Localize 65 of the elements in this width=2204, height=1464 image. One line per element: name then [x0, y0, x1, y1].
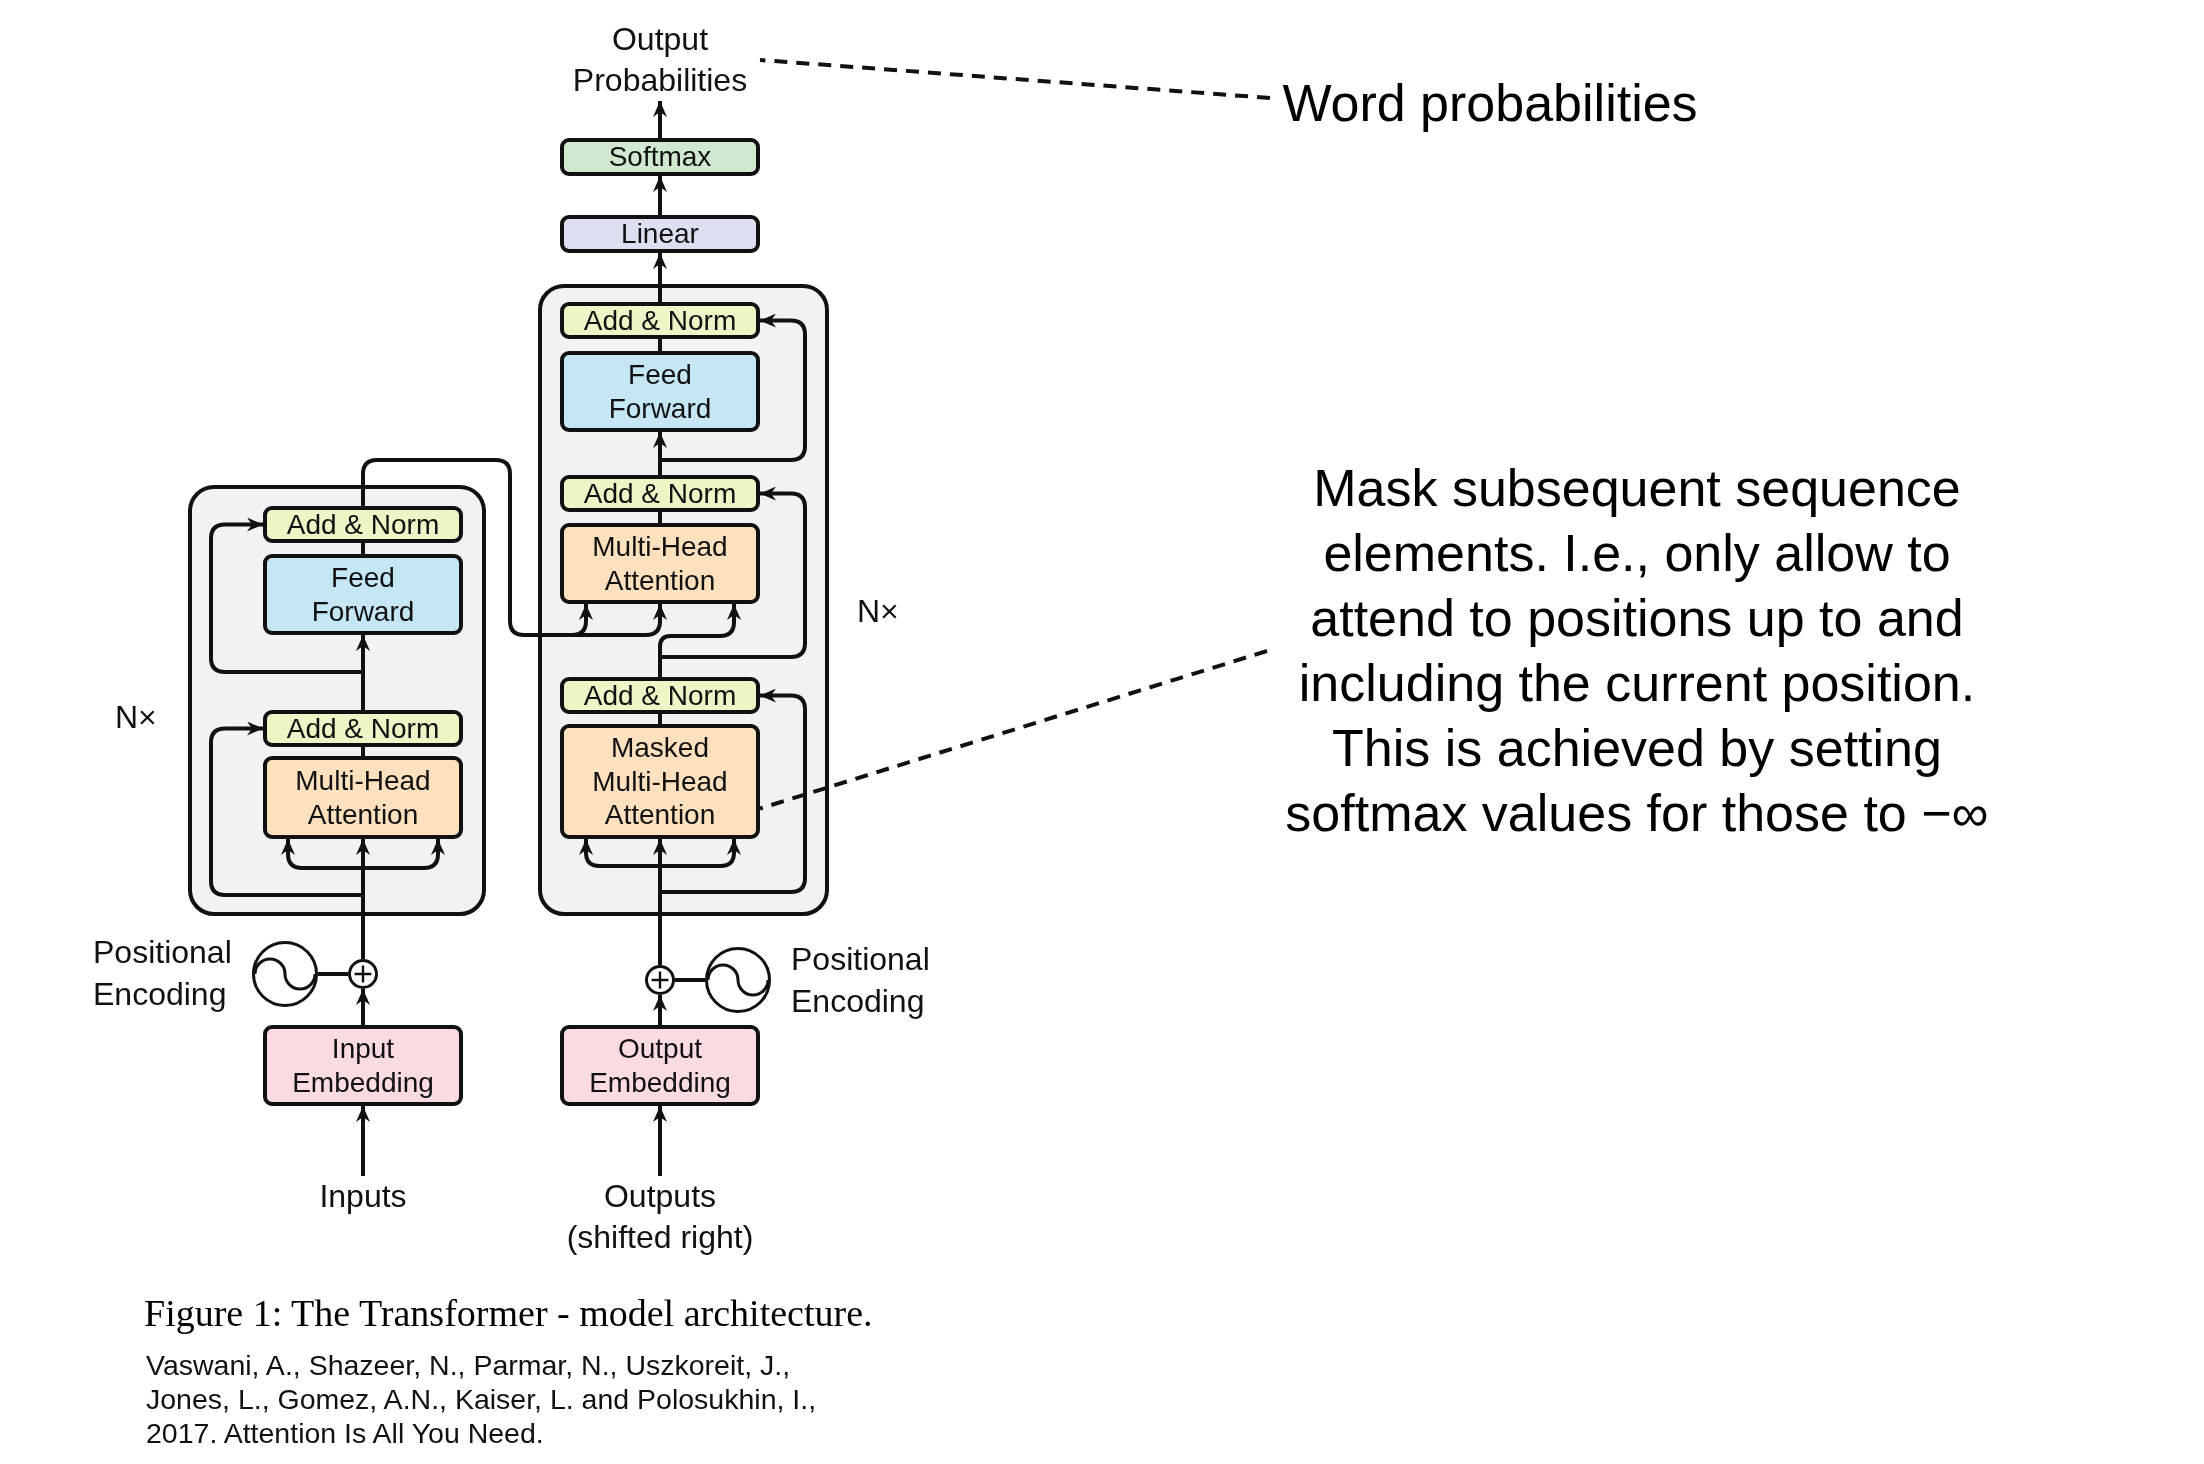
leader-line: [759, 649, 1268, 811]
connector-line: [318, 972, 348, 976]
arrow: [653, 101, 667, 138]
embedding-box: Output Embedding: [560, 1025, 760, 1106]
connector-line: [658, 460, 662, 475]
arrow: [558, 604, 667, 637]
linear-box: Linear: [560, 215, 760, 253]
plus-circle-icon: [348, 959, 378, 989]
arrow: [658, 604, 741, 657]
connector-line: [658, 866, 662, 892]
layer-stack-panel: [538, 284, 829, 916]
arrow: [281, 839, 363, 870]
add-norm-box: Add & Norm: [560, 302, 760, 339]
attention-box: Multi-Head Attention: [263, 756, 463, 839]
connector-line: [658, 892, 662, 965]
repeat-count-label: N×: [857, 592, 899, 631]
arrow: [653, 176, 667, 215]
connector-line: [361, 543, 365, 554]
connector-line: [658, 657, 662, 677]
arrow: [356, 1106, 370, 1176]
arrow: [356, 989, 370, 1025]
attention-box: Multi-Head Attention: [560, 523, 760, 604]
feed-forward-box: Feed Forward: [263, 554, 463, 635]
arrow: [653, 995, 667, 1025]
leader-line: [759, 58, 1271, 100]
arrow: [209, 721, 363, 897]
connector-line: [361, 747, 365, 756]
add-norm-box: Add & Norm: [560, 677, 760, 714]
connector-line: [658, 714, 662, 724]
side-label: Positional Encoding: [93, 933, 232, 1014]
arrow: [660, 839, 741, 868]
connector-line: [361, 458, 558, 637]
arrow: [653, 1106, 667, 1176]
note-text: Word probabilities: [1270, 70, 1710, 136]
embedding-box: Input Embedding: [263, 1025, 463, 1106]
connector-line: [361, 672, 365, 710]
citation-text: Vaswani, A., Shazeer, N., Parmar, N., Uszkoreit, J., Jones, L., Gomez, A.N., Kaiser, L. and Polosukhin, I., 2017. Attention Is All You Need.: [146, 1348, 818, 1450]
arrow: [363, 839, 445, 870]
layer-stack-panel: [188, 485, 486, 916]
repeat-count-label: N×: [115, 698, 157, 737]
input-label: Inputs: [303, 1176, 423, 1217]
output-label: Output Probabilities: [560, 19, 760, 101]
arrow: [660, 486, 807, 659]
plus-circle-icon: [645, 965, 675, 995]
arrow: [579, 839, 660, 868]
input-label: Outputs (shifted right): [560, 1176, 760, 1258]
connector-line: [658, 339, 662, 351]
connector-line: [658, 512, 662, 523]
side-label: Positional Encoding: [791, 940, 930, 1021]
add-norm-box: Add & Norm: [560, 475, 760, 512]
arrow: [653, 839, 667, 866]
attention-box: Masked Multi-Head Attention: [560, 724, 760, 839]
arrow: [660, 313, 807, 462]
arrow: [653, 253, 667, 302]
note-text: Mask subsequent sequence elements. I.e., only allow to attend to positions up to and including the current position. This is achieved by setting softmax values for those to −∞: [1267, 455, 2007, 847]
softmax-box: Softmax: [560, 138, 760, 176]
feed-forward-box: Feed Forward: [560, 351, 760, 432]
add-norm-box: Add & Norm: [263, 710, 463, 747]
figure-caption: Figure 1: The Transformer - model architecture.: [144, 1291, 873, 1335]
arrow: [660, 688, 807, 894]
connector-line: [675, 978, 705, 982]
arrow: [209, 517, 363, 674]
arrow: [653, 432, 667, 460]
arrow: [356, 635, 370, 672]
add-norm-box: Add & Norm: [263, 506, 463, 543]
